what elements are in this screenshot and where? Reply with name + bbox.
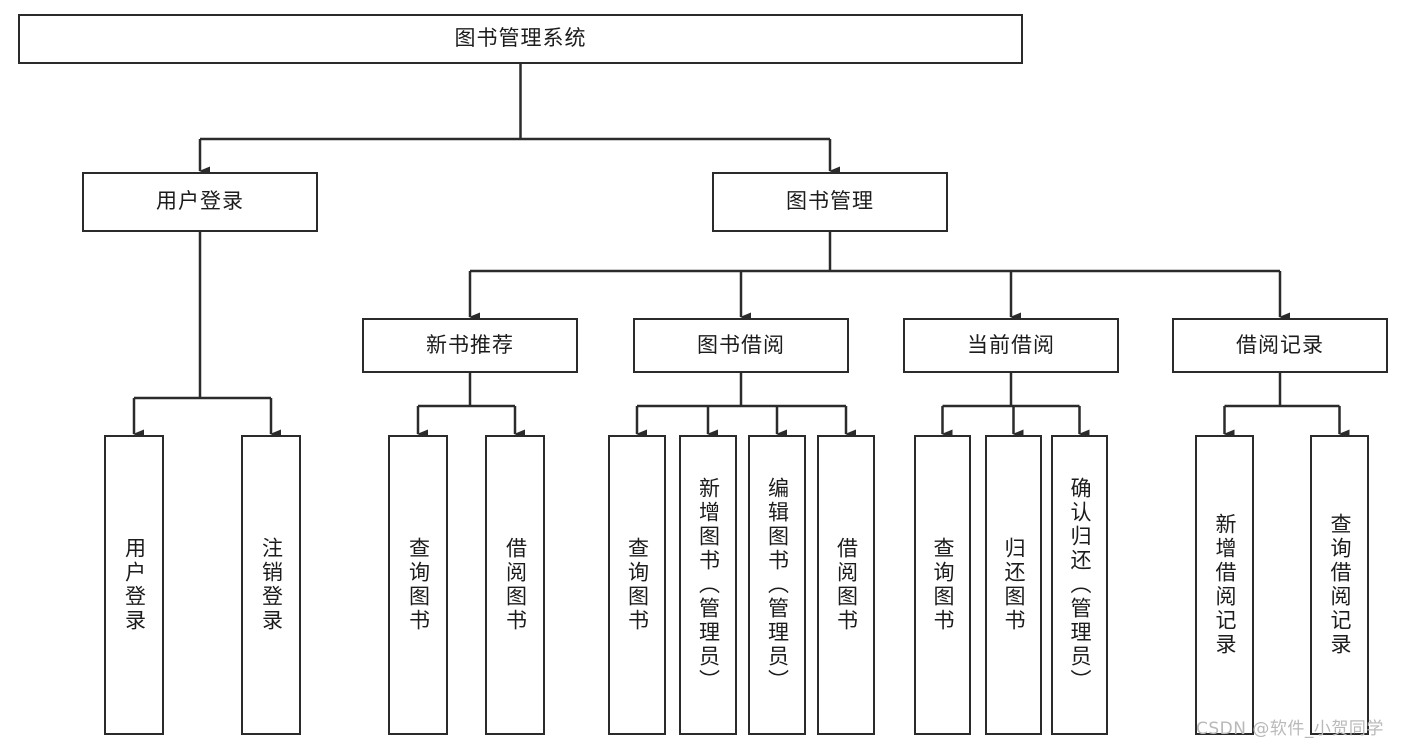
node-label-leaf-confirm-return: 确认归还（管理员） <box>1067 477 1092 693</box>
node-label-book-borrow: 图书借阅 <box>697 332 785 357</box>
node-label-book-manage: 图书管理 <box>786 189 874 214</box>
node-root[interactable]: 图书管理系统 <box>18 14 1023 64</box>
node-book-manage[interactable]: 图书管理 <box>712 172 948 232</box>
node-label-leaf-add-record: 新增借阅记录 <box>1212 513 1237 657</box>
node-label-current-borrow: 当前借阅 <box>967 332 1055 357</box>
node-book-borrow[interactable]: 图书借阅 <box>633 318 849 373</box>
connector-lines <box>132 64 1350 439</box>
node-leaf-user-logout[interactable]: 注销登录 <box>241 435 301 735</box>
node-label-leaf-query-book-3: 查询图书 <box>930 537 955 633</box>
node-label-leaf-query-book-1: 查询图书 <box>406 537 431 633</box>
node-label-leaf-user-login: 用户登录 <box>122 537 147 633</box>
node-leaf-edit-book[interactable]: 编辑图书（管理员） <box>748 435 806 735</box>
node-leaf-add-book[interactable]: 新增图书（管理员） <box>679 435 737 735</box>
node-leaf-user-login[interactable]: 用户登录 <box>104 435 164 735</box>
node-label-new-book-rec: 新书推荐 <box>426 332 514 357</box>
node-leaf-add-record[interactable]: 新增借阅记录 <box>1195 435 1254 735</box>
node-leaf-query-record[interactable]: 查询借阅记录 <box>1310 435 1369 735</box>
node-label-root: 图书管理系统 <box>454 26 587 51</box>
node-label-user-login: 用户登录 <box>156 189 244 214</box>
node-label-leaf-query-record: 查询借阅记录 <box>1327 513 1352 657</box>
node-leaf-return-book[interactable]: 归还图书 <box>985 435 1042 735</box>
node-label-leaf-user-logout: 注销登录 <box>259 537 284 633</box>
node-new-book-rec[interactable]: 新书推荐 <box>362 318 578 373</box>
node-current-borrow[interactable]: 当前借阅 <box>903 318 1119 373</box>
node-leaf-borrow-book-1[interactable]: 借阅图书 <box>485 435 545 735</box>
node-label-leaf-edit-book: 编辑图书（管理员） <box>765 477 790 693</box>
node-leaf-query-book-2[interactable]: 查询图书 <box>608 435 666 735</box>
node-label-leaf-query-book-2: 查询图书 <box>625 537 650 633</box>
node-label-leaf-add-book: 新增图书（管理员） <box>696 477 721 693</box>
node-leaf-query-book-1[interactable]: 查询图书 <box>388 435 448 735</box>
node-leaf-borrow-book-2[interactable]: 借阅图书 <box>817 435 875 735</box>
node-label-borrow-record: 借阅记录 <box>1236 332 1324 357</box>
node-user-login[interactable]: 用户登录 <box>82 172 318 232</box>
node-leaf-confirm-return[interactable]: 确认归还（管理员） <box>1051 435 1108 735</box>
node-borrow-record[interactable]: 借阅记录 <box>1172 318 1388 373</box>
node-label-leaf-borrow-book-1: 借阅图书 <box>503 537 528 633</box>
node-label-leaf-return-book: 归还图书 <box>1001 537 1026 633</box>
node-label-leaf-borrow-book-2: 借阅图书 <box>834 537 859 633</box>
node-leaf-query-book-3[interactable]: 查询图书 <box>914 435 971 735</box>
